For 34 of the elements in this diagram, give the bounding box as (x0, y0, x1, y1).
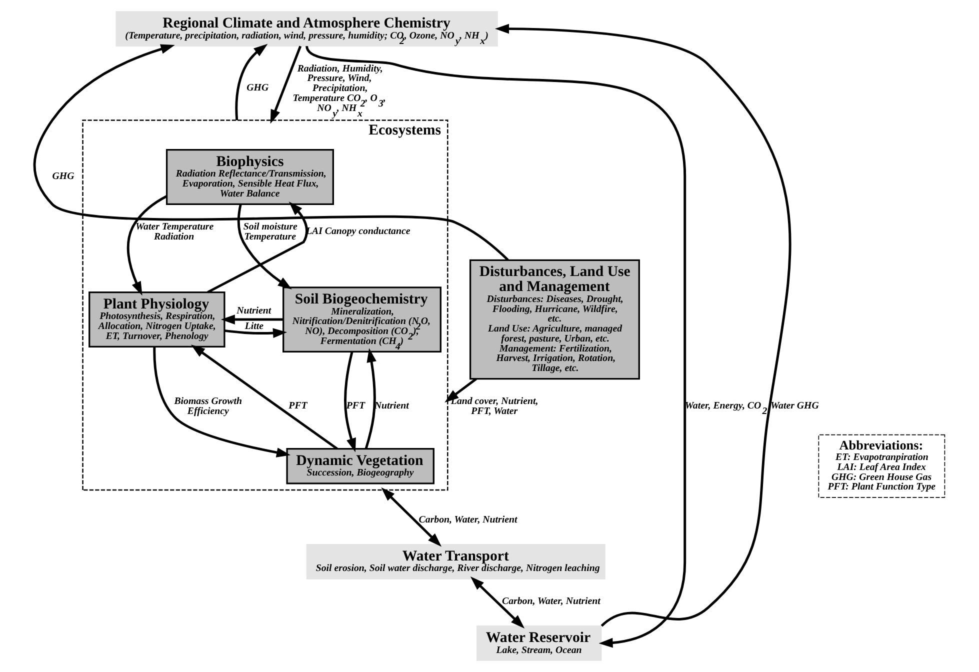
arrow (126, 195, 168, 296)
arrow (153, 346, 291, 458)
arrow (207, 202, 308, 294)
node-box: Plant Physiology Photosynthesis, Respiration, Allocation, Nitrogen Uptake, ET, Turnover, Phenology (88, 292, 226, 348)
node-box: Water Transport Soil erosion, Soil water discharge, River discharge, Nitrogen leaching (306, 544, 606, 580)
arrow (364, 348, 376, 450)
node-box: Dynamic Vegetation Succession, Biogeography (286, 448, 434, 484)
node-box: Water Reservoir Lake, Stream, Ocean (476, 626, 602, 661)
arrow (224, 328, 288, 338)
node-box: Disturbances, Land Use and Management Disturbances: Diseases, Drought, Flooding, Hurricane, Wildfire, etc. Land Use: Agriculture, managed forest, pasture, Urban, etc. Management: Fertilization, Harvest, Irrigation, Rotation, Tillage, etc. (469, 259, 640, 380)
arrow (494, 24, 792, 627)
edge-label: Nutrient (236, 305, 272, 316)
edge-label: Biomass Growth Efficiency (174, 396, 242, 417)
edge-label: Carbon, Water, Nutrient (502, 596, 600, 608)
arrow (270, 46, 302, 124)
arrow (470, 576, 525, 628)
node-box: Biophysics Radiation Reflectance/Transmission, Evaporation, Sensible Heat Flux, Water Balance (166, 149, 334, 206)
edge-label: PFT (346, 400, 365, 412)
edge-label: Carbon, Water, Nutrient (418, 514, 518, 526)
arrow (235, 44, 268, 120)
arrow (220, 314, 284, 324)
arrow (344, 351, 356, 452)
node-box: Abbreviations: ET: Evapotranpiration LAI: Leaf Area Index GHG: Green House Gas PFT: Plant Function Type (818, 434, 946, 498)
edge-label: Water GHG (770, 400, 819, 412)
arrow (237, 204, 292, 290)
arrow (381, 487, 442, 547)
edge-label: PFT (288, 400, 308, 412)
edge-label: Litte (244, 321, 264, 332)
edge-label: GHG (52, 170, 74, 182)
arrow (33, 44, 509, 261)
arrow (190, 344, 338, 450)
edge-label: Water Temperature Radiation (135, 221, 214, 242)
edge-label: GHG (246, 82, 269, 94)
edge-label: Soil moisture Temperature (243, 221, 298, 242)
